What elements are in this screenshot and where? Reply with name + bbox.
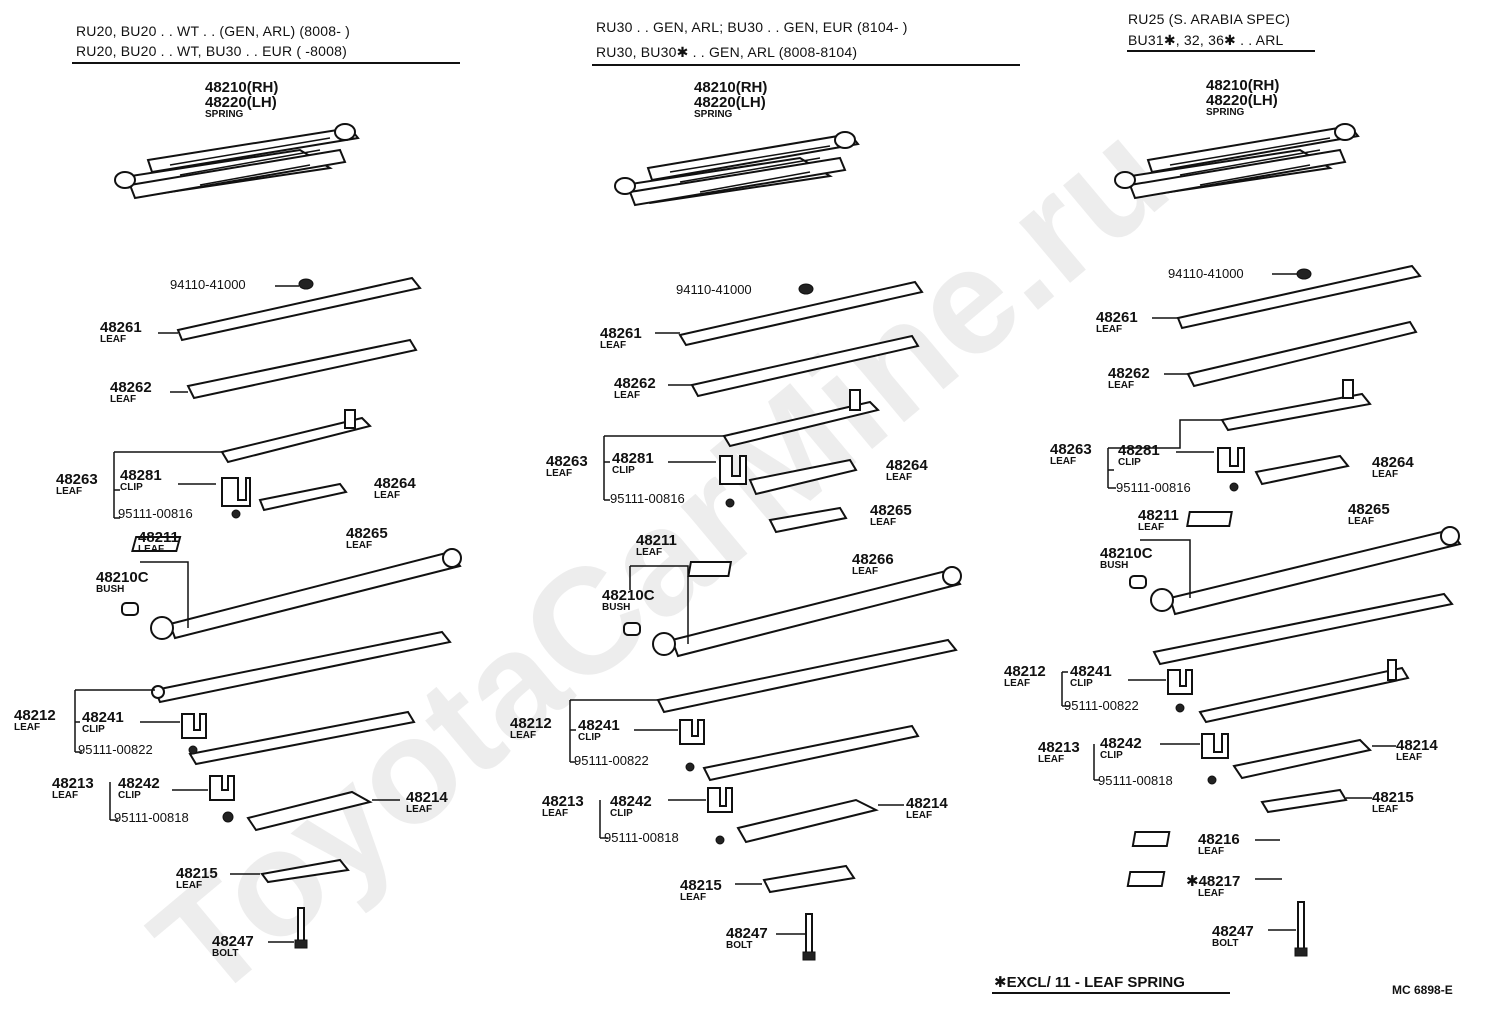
col1-bolt-818-label: 95111-00818 [114,810,189,825]
col3-header-line1: RU25 (S. ARABIA SPEC) [1128,11,1291,27]
col1-header-line1: RU20, BU20 . . WT . . (GEN, ARL) (8008- … [76,23,351,39]
figure-code: MC 6898-E [1392,983,1453,997]
col2-spring-label: 48210(RH) 48220(LH) SPRING [694,79,768,120]
col1-bolt-822-label: 95111-00822 [78,742,153,757]
col3-nut-label: 94110-41000 [1168,266,1244,281]
col3-bolt-822-label: 95111-00822 [1064,698,1139,713]
col2-bolt-822-label: 95111-00822 [574,753,649,768]
col1-nut-label: 94110-41000 [170,277,246,292]
spring-assembly-col1 [114,123,360,200]
col3-leaves [1061,264,1462,957]
col3-bolt-816-label: 95111-00816 [1116,480,1191,495]
col1-leaves [74,276,462,949]
col2-bolt-816-label: 95111-00816 [610,491,685,506]
col2-bolt-818-label: 95111-00818 [604,830,679,845]
col2-leaves [569,280,962,961]
col2-nut-label: 94110-41000 [676,282,752,297]
spring-assembly-col3 [1114,123,1360,200]
col2-header-line1: RU30 . . GEN, ARL; BU30 . . GEN, EUR (81… [596,19,908,35]
col1-bolt-816-label: 95111-00816 [118,506,193,521]
col1-spring-label: 48210(RH) 48220(LH) SPRING [205,79,279,120]
footer-note: ✱EXCL/ 11 - LEAF SPRING [994,974,1185,991]
col3-header-line2: BU31✱, 32, 36✱ . . ARL [1128,32,1284,48]
spring-assembly-col2 [614,131,860,207]
col2-header-line2: RU30, BU30✱ . . GEN, ARL (8008-8104) [596,44,858,60]
col3-spring-label: 48210(RH) 48220(LH) SPRING [1206,77,1280,118]
col1-header-line2: RU20, BU20 . . WT, BU30 . . EUR ( -8008) [76,43,347,59]
col3-bolt-818-label: 95111-00818 [1098,773,1173,788]
